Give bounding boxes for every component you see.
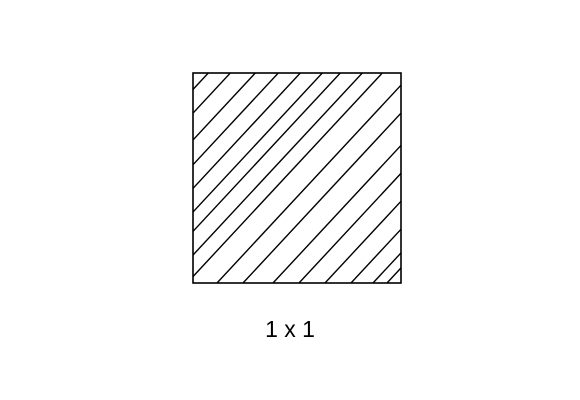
hatch-line (193, 73, 384, 278)
hatch-line (193, 73, 257, 142)
hatch-line (386, 266, 401, 283)
hatch-line (193, 73, 210, 91)
hatch-lines (193, 73, 401, 283)
hatch-line (193, 73, 364, 257)
hatch-line (193, 73, 232, 115)
hatch-line (242, 112, 401, 283)
hatch-line (372, 251, 401, 283)
hatch-line (193, 73, 324, 214)
hatch-line (193, 73, 342, 233)
square-outline (192, 72, 402, 284)
hatch-line (193, 73, 302, 190)
hatch-line (298, 172, 401, 283)
hatch-line (216, 84, 401, 283)
hatch-line (272, 144, 401, 283)
hatch-line (350, 228, 401, 283)
figure-caption: 1 x 1 (265, 316, 315, 342)
hatch-line (324, 200, 401, 283)
hatch-line (193, 73, 280, 166)
